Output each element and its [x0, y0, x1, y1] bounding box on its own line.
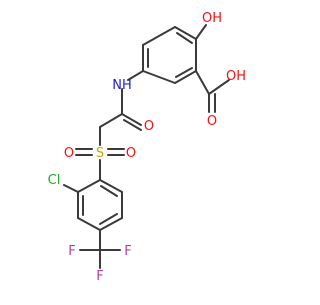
atom-label-fluorine-left: F — [68, 244, 75, 259]
bond — [127, 70, 144, 81]
bond — [77, 179, 101, 193]
atom-label-sulfonyl-o-right: O — [126, 146, 136, 161]
bond — [195, 24, 207, 40]
bond — [142, 26, 176, 46]
atom-label-hydroxyl-top: OH — [202, 11, 222, 26]
atom-label-sulfonyl-s: S — [96, 146, 104, 161]
bond — [176, 32, 193, 44]
bond — [174, 70, 197, 84]
molecule-structure-diagram: OH OH O NH O S O O Cl F F F — [48, 11, 246, 284]
bond — [99, 113, 123, 128]
atom-label-sulfonyl-o-left: O — [64, 146, 74, 161]
bond — [99, 179, 123, 193]
bond — [99, 213, 118, 225]
bond — [63, 184, 79, 193]
atom-label-amide-nh: NH — [112, 78, 132, 93]
atom-labels: OH OH O NH O S O O Cl F F F — [48, 11, 246, 284]
bond — [123, 119, 142, 131]
atom-label-fluorine-bottom: F — [96, 269, 103, 284]
bonds — [63, 24, 230, 269]
bond — [208, 79, 230, 95]
bond — [100, 185, 118, 197]
atom-label-chlorine: Cl — [48, 173, 61, 188]
bond — [142, 70, 176, 84]
bond — [174, 26, 197, 40]
bond — [195, 70, 210, 95]
atom-label-amide-o: O — [144, 119, 154, 134]
bond — [175, 67, 193, 78]
bond — [99, 217, 123, 231]
atom-label-acid-o: O — [207, 114, 217, 129]
bond — [121, 113, 142, 126]
structure-svg: OH OH O NH O S O O Cl F F F — [48, 11, 246, 284]
atom-label-acid-oh: OH — [226, 69, 246, 84]
bond — [77, 217, 101, 231]
atom-label-fluorine-right: F — [124, 244, 131, 259]
